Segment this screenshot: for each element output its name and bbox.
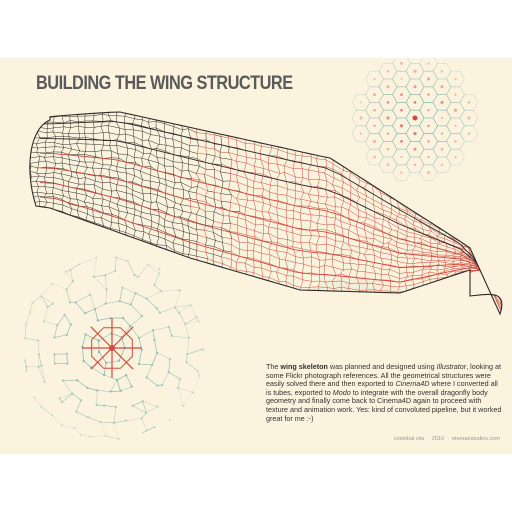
description-italic: Cinema4D: [395, 379, 430, 389]
page-title: BUILDING THE WING STRUCTURE: [36, 73, 293, 94]
description-bold: wing skeleton: [280, 362, 328, 371]
credits-site: etereaestudios.com: [452, 436, 500, 442]
cell-network-diagram: [23, 256, 205, 441]
description-italic: Illustrator: [436, 362, 467, 371]
description-italic: Modo: [332, 387, 351, 397]
hexagon-cell-diagram: [351, 58, 479, 181]
credits-author: cristóbal vila: [393, 436, 425, 442]
description-part: where I converted all is tubes, exported…: [266, 379, 498, 397]
credits: cristóbal vila·2010·etereaestudios.com: [394, 436, 500, 442]
credits-year: 2010: [431, 436, 445, 442]
credits-separator: ·: [427, 436, 429, 442]
wing-illustration: [23, 58, 503, 441]
dragonfly-wing-skeleton: [29, 111, 503, 316]
poster: BUILDING THE WING STRUCTURE The wing ske…: [0, 58, 512, 454]
credits-separator: ·: [447, 436, 449, 442]
description-part: , looking at some Flickr photograph refe…: [266, 362, 501, 389]
description-text: The wing skeleton was planned and design…: [266, 362, 502, 423]
description-part: The: [266, 362, 281, 371]
description-part: was planned and designed using: [327, 362, 437, 371]
description-part: to integrate with the overall dragonfly …: [266, 387, 502, 423]
